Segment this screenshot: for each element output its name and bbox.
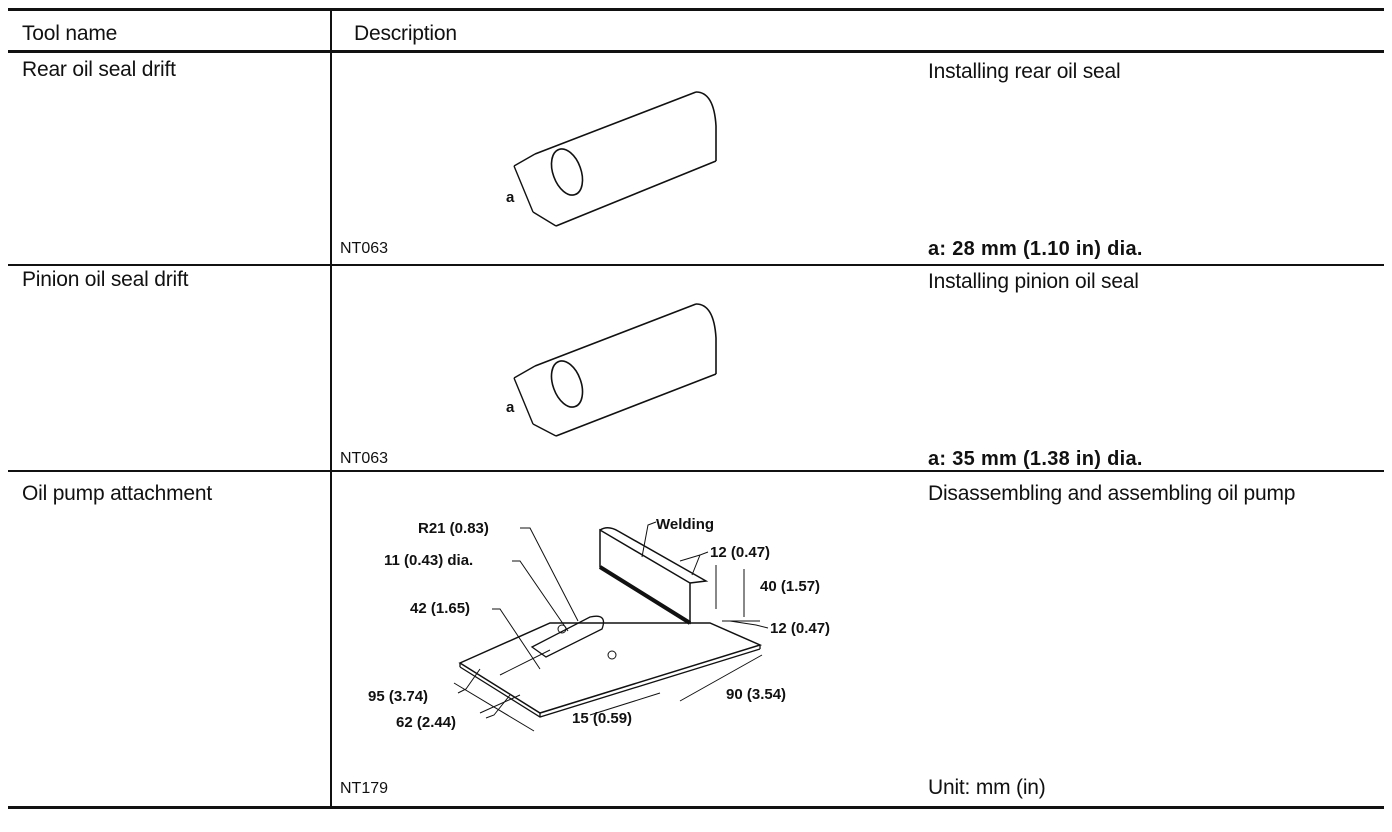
tool-name-pinion-oil-seal-drift: Pinion oil seal drift (22, 268, 189, 291)
spec-pinion-oil-seal: a: 35 mm (1.38 in) dia. (928, 448, 1143, 470)
purpose-oil-pump: Disassembling and assembling oil pump (928, 482, 1296, 505)
dim-12-right: 12 (0.47) (770, 620, 830, 637)
dimension-a-label: a (506, 189, 515, 206)
dimension-a-label: a (506, 399, 515, 416)
tool-name-rear-oil-seal-drift: Rear oil seal drift (22, 58, 176, 81)
drift-drawing-pinion: a (506, 303, 717, 437)
bottom-rule (8, 806, 1384, 809)
dim-12-top: 12 (0.47) (710, 544, 770, 561)
column-divider (330, 10, 332, 808)
dim-40: 40 (1.57) (760, 578, 820, 595)
spec-rear-oil-seal: a: 28 mm (1.10 in) dia. (928, 238, 1143, 260)
row-rule-2 (8, 470, 1384, 472)
top-rule (8, 8, 1384, 11)
drift-drawing-rear: a (506, 91, 717, 227)
dim-42: 42 (1.65) (410, 600, 470, 617)
purpose-pinion-oil-seal: Installing pinion oil seal (928, 270, 1139, 293)
dim-95: 95 (3.74) (368, 688, 428, 705)
header-tool-name: Tool name (22, 22, 118, 45)
dim-15: 15 (0.59) (572, 710, 632, 727)
dim-62: 62 (2.44) (396, 714, 456, 731)
header-rule (8, 50, 1384, 53)
row-rule-1 (8, 264, 1384, 266)
unit-note: Unit: mm (in) (928, 776, 1046, 799)
header-description: Description (354, 22, 457, 45)
tool-name-oil-pump-attachment: Oil pump attachment (22, 482, 212, 505)
welding-label: Welding (656, 516, 714, 533)
drawing-code-nt179: NT179 (340, 780, 389, 797)
purpose-rear-oil-seal: Installing rear oil seal (928, 60, 1121, 83)
drawing-code-nt063: NT063 (340, 450, 389, 467)
drawing-code-nt063: NT063 (340, 240, 389, 257)
dim-hole: 11 (0.43) dia. (384, 552, 473, 569)
dim-r21: R21 (0.83) (418, 520, 489, 537)
dim-90: 90 (3.54) (726, 686, 786, 703)
oil-pump-attachment-drawing: R21 (0.83) 11 (0.43) dia. 42 (1.65) 95 (… (368, 516, 830, 732)
